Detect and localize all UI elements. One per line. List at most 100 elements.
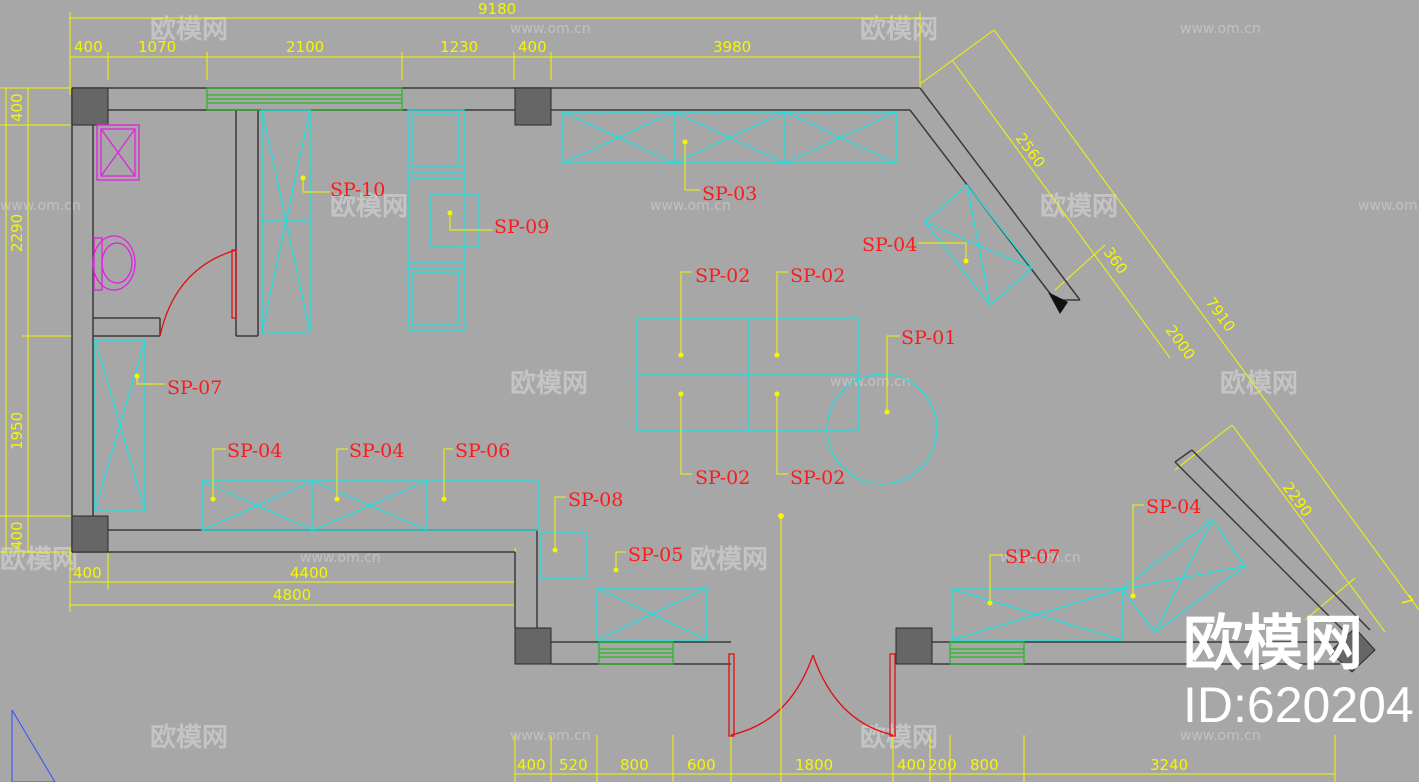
shelf-unit <box>407 109 465 331</box>
watermark-url: www.om.cn <box>1180 728 1261 744</box>
dim-bottom: 800 <box>620 756 649 774</box>
dim-bottom: 3240 <box>1150 756 1188 774</box>
tall-cabinet <box>261 109 311 333</box>
dim-left: 400 <box>8 521 26 550</box>
dim-top: 400 <box>518 38 547 56</box>
watermark-url: www.om.cn <box>510 21 591 37</box>
label-sp-04: SP-04 <box>227 440 282 462</box>
dim-top-total: 9180 <box>478 0 516 18</box>
display-cabinet <box>562 111 897 164</box>
dim-bottom-left: 4400 <box>290 564 328 582</box>
column <box>71 87 109 126</box>
brand-logo-text: 欧模网 <box>1183 609 1363 679</box>
dim-bottom: 400 <box>517 756 546 774</box>
dim-left: 1950 <box>8 412 26 450</box>
label-sp-02: SP-02 <box>790 467 845 489</box>
dim-diagonal: 7910 <box>1202 294 1239 335</box>
bathroom-fixtures <box>92 124 140 291</box>
cabinet-row <box>201 480 539 531</box>
walls <box>71 87 1371 665</box>
brand-id: ID:620204 <box>1183 677 1414 733</box>
watermark-brand: 欧模网 <box>1040 191 1118 222</box>
column <box>514 87 552 126</box>
watermark-brand: 欧模网 <box>1220 368 1298 399</box>
dim-top: 2100 <box>286 38 324 56</box>
label-sp-09: SP-09 <box>494 216 549 238</box>
dim-left: 400 <box>8 93 26 122</box>
structural-columns <box>71 87 1376 673</box>
watermark-url: www.om.cn <box>1358 198 1419 214</box>
dim-diagonal: 2000 <box>1162 322 1199 363</box>
dim-top: 1230 <box>440 38 478 56</box>
leader-dots <box>134 139 1136 606</box>
watermark-url: www.om.cn <box>1000 550 1081 566</box>
label-sp-04: SP-04 <box>1146 496 1201 518</box>
dim-bottom: 800 <box>970 756 999 774</box>
north-arrow-icon <box>1048 292 1068 314</box>
label-sp-05: SP-05 <box>628 544 683 566</box>
watermark-brand: 欧模网 <box>0 544 78 575</box>
dim-bottom-left: 4800 <box>273 586 311 604</box>
watermark-brand: 欧模网 <box>860 722 938 753</box>
dim-diagonal: 7 <box>1397 592 1417 610</box>
leader-lines <box>136 142 1144 603</box>
dimension-lines <box>0 12 1419 782</box>
dim-bottom: 400 <box>897 756 926 774</box>
watermark-url: www.om.cn <box>830 374 911 390</box>
label-sp-04: SP-04 <box>349 440 404 462</box>
dim-bottom: 200 <box>928 756 957 774</box>
dim-left: 2290 <box>8 214 26 252</box>
column <box>895 627 933 665</box>
label-sp-10: SP-10 <box>330 179 385 201</box>
section-mark <box>11 710 55 782</box>
dim-bottom-left: 400 <box>73 564 102 582</box>
watermark-brand: 欧模网 <box>330 191 408 222</box>
watermark-brand: 欧模网 <box>150 14 228 45</box>
label-sp-02: SP-02 <box>695 467 750 489</box>
dim-top: 3980 <box>713 38 751 56</box>
dim-bottom: 520 <box>559 756 588 774</box>
watermark-url: www.om.cn <box>0 198 81 214</box>
label-sp-08: SP-08 <box>568 489 623 511</box>
cabinet <box>596 587 708 641</box>
furniture <box>94 109 1246 641</box>
column <box>514 627 552 665</box>
washbasin <box>92 235 136 291</box>
watermark-url: www.om.cn <box>650 198 731 214</box>
watermark-brand: 欧模网 <box>690 544 768 575</box>
dim-diagonal: 2560 <box>1012 130 1049 171</box>
dim-top: 400 <box>74 38 103 56</box>
label-sp-02: SP-02 <box>695 265 750 287</box>
label-sp-03: SP-03 <box>702 183 757 205</box>
watermark-brand: 欧模网 <box>860 14 938 45</box>
label-sp-01: SP-01 <box>901 327 956 349</box>
item-labels: SP-03 SP-10 SP-09 SP-04 SP-02 SP-02 SP-0… <box>167 179 1201 568</box>
shower-tray <box>96 124 140 181</box>
dim-bottom: 600 <box>687 756 716 774</box>
entrance-door <box>812 654 894 736</box>
dim-diagonal: 2290 <box>1279 479 1316 520</box>
dim-top: 1070 <box>138 38 176 56</box>
cabinet <box>94 339 146 511</box>
bathroom-door <box>159 249 237 337</box>
label-sp-02: SP-02 <box>790 265 845 287</box>
dim-diagonal: 360 <box>1100 244 1131 278</box>
watermark-brand: 欧模网 <box>150 722 228 753</box>
label-sp-07: SP-07 <box>1005 546 1060 568</box>
small-stand <box>539 532 587 579</box>
misc-marks <box>11 292 1068 782</box>
entrance-door <box>730 654 814 736</box>
watermark-url: www.om.cn <box>300 550 381 566</box>
watermark-brand: 欧模网 <box>510 368 588 399</box>
label-sp-06: SP-06 <box>455 440 510 462</box>
watermark-layer: 欧模网 欧模网 欧模网 欧模网 欧模网 欧模网 欧模网 欧模网 欧模网 欧模网 … <box>0 14 1419 753</box>
column <box>1329 627 1376 673</box>
column <box>71 515 109 553</box>
watermark-url: www.om.cn <box>510 728 591 744</box>
label-sp-07: SP-07 <box>167 377 222 399</box>
label-sp-04: SP-04 <box>862 234 917 256</box>
round-table <box>826 373 938 485</box>
dim-bottom: 1800 <box>795 756 833 774</box>
dimension-text: 9180 400 1070 2100 1230 400 3980 400 229… <box>8 0 1417 774</box>
